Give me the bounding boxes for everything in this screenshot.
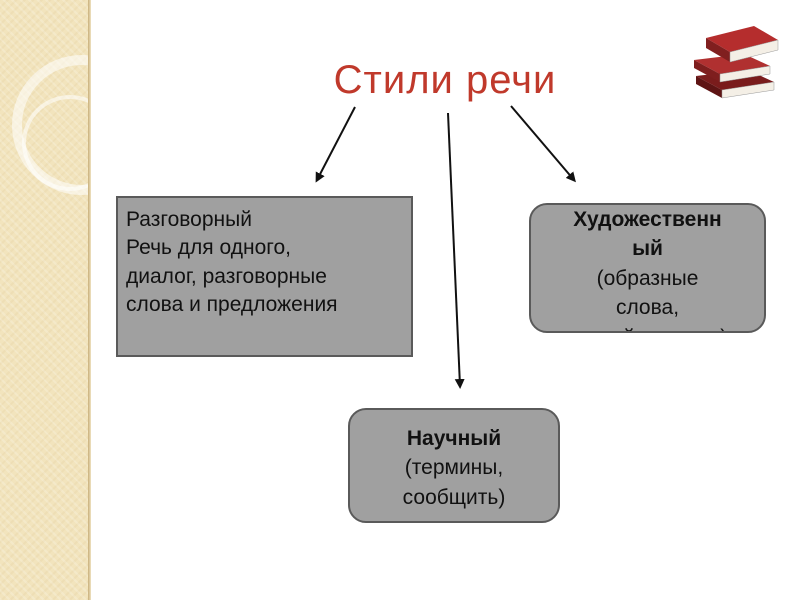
artistic-style-desc: воздействовать) [537,323,758,333]
artistic-style-box: Художественн ый (образные слова, воздейс… [529,203,766,333]
colloquial-style-box: Разговорный Речь для одного, диалог, раз… [116,196,413,357]
scientific-style-name: Научный [350,424,558,453]
artistic-style-desc: (образные [537,264,758,293]
scientific-style-desc: (термины, [350,453,558,482]
arrow-to-scientific [448,113,460,386]
scientific-style-box: Научный (термины, сообщить) [348,408,560,523]
colloquial-style-desc: Речь для одного, [126,234,403,262]
artistic-style-desc: слова, [537,293,758,322]
colloquial-style-desc: диалог, разговорные [126,263,403,291]
arrow-to-artistic [511,106,574,180]
artistic-style-name: ый [537,234,758,263]
scientific-style-desc: сообщить) [350,483,558,512]
colloquial-style-desc: слова и предложения [126,291,403,319]
colloquial-style-name: Разговорный [126,206,403,234]
artistic-style-name: Художественн [537,205,758,234]
arrow-to-colloquial [317,107,355,180]
